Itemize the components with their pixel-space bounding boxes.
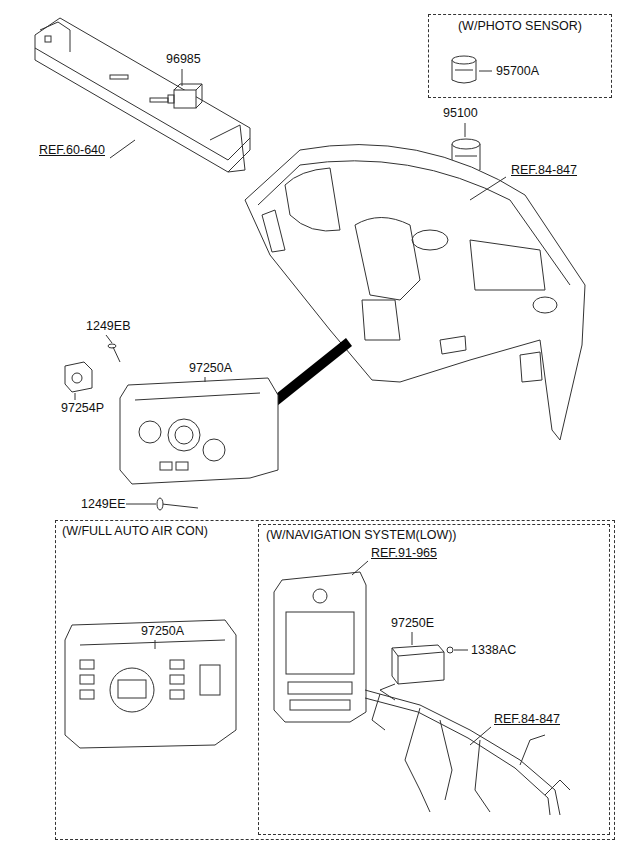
leader-lines <box>75 69 506 745</box>
photo-sensor <box>452 56 476 83</box>
callout-number: 97250A <box>188 361 233 376</box>
crash-beam <box>35 18 250 172</box>
crash-pad <box>245 145 585 440</box>
callout-number: 1249EB <box>85 319 131 334</box>
callout-number: 97250A <box>140 624 185 639</box>
callout-number: 95100 <box>442 106 479 121</box>
navigation-unit <box>274 572 366 722</box>
callout-number: 96985 <box>165 52 202 67</box>
option-group-box: (W/PHOTO SENSOR) <box>428 14 612 98</box>
cowl-crossbar <box>365 684 570 815</box>
heater-control <box>120 378 278 484</box>
reference-label: REF.91-965 <box>370 546 438 561</box>
callout-number: 1338AC <box>470 643 517 658</box>
control-module <box>392 645 453 684</box>
reference-label: REF.84-847 <box>493 712 561 727</box>
option-heading: (W/FULL AUTO AIR CON) <box>60 524 210 538</box>
auto-climate-panel <box>65 620 236 748</box>
switch-part <box>168 84 202 108</box>
reference-label: REF.84-847 <box>510 163 578 178</box>
screw <box>157 498 198 510</box>
callout-number: 95700A <box>495 64 540 79</box>
screw <box>108 344 120 362</box>
option-heading: (W/NAVIGATION SYSTEM(LOW)) <box>264 528 459 542</box>
callout-number: 1249EE <box>80 497 126 512</box>
option-group-box: (W/FULL AUTO AIR CON) (W/NAVIGATION SYSTE… <box>55 520 615 840</box>
option-group-box: (W/NAVIGATION SYSTEM(LOW)) <box>258 524 610 835</box>
reference-label: REF.60-640 <box>38 143 106 158</box>
callout-number: 97254P <box>60 401 105 416</box>
switch-part <box>65 362 92 392</box>
option-heading: (W/PHOTO SENSOR) <box>456 19 584 33</box>
callout-number: 97250E <box>390 616 435 631</box>
